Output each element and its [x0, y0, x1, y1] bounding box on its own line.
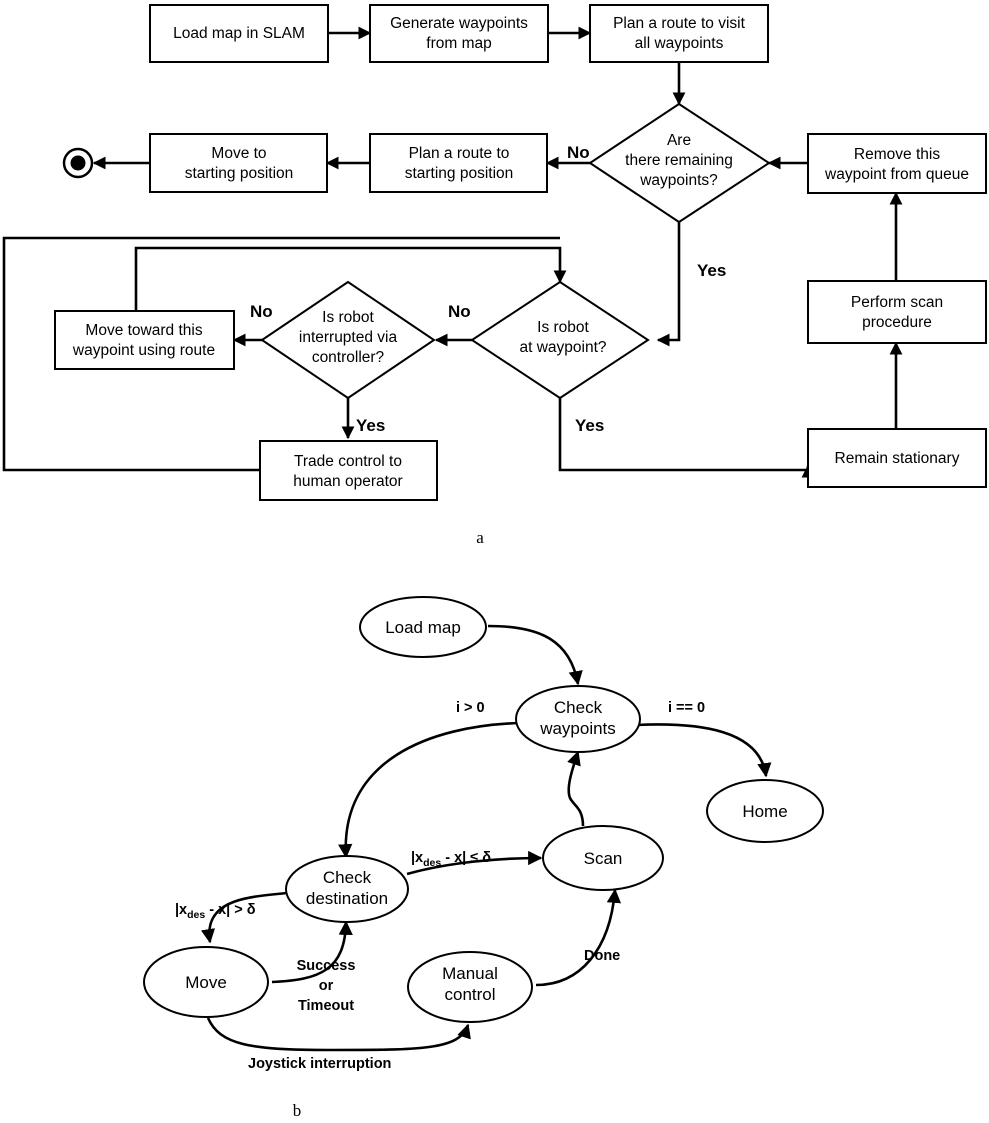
decision-interrupted: Is robot interrupted via controller?	[260, 280, 436, 400]
far-post: - x| > δ	[205, 902, 256, 918]
label-joystick-interruption: Joystick interruption	[248, 1056, 391, 1072]
edge-scan-to-check-waypoints	[567, 750, 585, 827]
state-check-destination: Check destination	[285, 855, 409, 923]
state-check-waypoints: Check waypoints	[515, 685, 641, 753]
label-remaining-no: No	[567, 143, 590, 162]
label-interrupted-no: No	[250, 302, 273, 321]
edge-destination-to-scan	[406, 850, 543, 876]
near-sub: des	[423, 857, 441, 869]
label-done: Done	[584, 948, 620, 964]
move-toward-line1: Move toward this	[85, 322, 202, 339]
label-or: or	[319, 978, 334, 994]
box-perform-scan: Perform scan procedure	[807, 280, 987, 344]
state-transitions	[200, 624, 772, 1052]
decision-remaining-waypoints: Are there remaining waypoints?	[588, 102, 771, 224]
label-distance-far: |xdes - x| > δ	[175, 902, 256, 921]
move-start-line2: starting position	[185, 165, 294, 182]
edge-manual-to-scan	[535, 888, 622, 987]
edge-move-to-destination	[271, 920, 353, 984]
state-scan: Scan	[542, 825, 664, 891]
flowchart: Load map in SLAM Generate waypoints from…	[2, 4, 987, 547]
state-machine: Load map Check waypoints Home Check dest…	[143, 596, 824, 1120]
state-home-label: Home	[742, 802, 787, 821]
load-map-text: Load map in SLAM	[173, 25, 305, 42]
label-success: Success	[297, 958, 356, 974]
state-scan-label: Scan	[584, 849, 623, 868]
edge-check-waypoints-to-destination	[338, 721, 520, 859]
interrupted-line1: Is robot	[322, 309, 374, 326]
label-i-eq-0: i == 0	[668, 700, 705, 716]
loop-trade-control-to-at-waypoint	[2, 236, 560, 472]
state-check-waypoints-line1: Check	[554, 698, 603, 717]
trade-control-line1: Trade control to	[294, 453, 402, 470]
plan-start-line1: Plan a route to	[409, 145, 510, 162]
edge-destination-to-move	[200, 891, 288, 944]
state-manual-control-line1: Manual	[442, 964, 498, 983]
box-load-map: Load map in SLAM	[149, 4, 329, 63]
far-pre: |x	[175, 902, 187, 918]
remain-stationary-text: Remain stationary	[835, 450, 960, 467]
move-toward-line2: waypoint using route	[72, 342, 215, 359]
at-waypoint-line2: at waypoint?	[519, 339, 606, 356]
arrow-remaining-yes	[656, 222, 681, 347]
box-move-start: Move to starting position	[149, 133, 328, 193]
move-start-line1: Move to	[211, 145, 266, 162]
plan-start-line2: starting position	[405, 165, 514, 182]
state-home: Home	[706, 779, 824, 843]
label-timeout: Timeout	[298, 998, 354, 1014]
at-waypoint-line1: Is robot	[537, 319, 589, 336]
label-remaining-yes: Yes	[697, 261, 726, 280]
edge-load-to-check-waypoints	[487, 624, 583, 686]
box-generate-waypoints: Generate waypoints from map	[369, 4, 549, 63]
state-check-destination-line1: Check	[323, 868, 372, 887]
generate-waypoints-line1: Generate waypoints	[390, 15, 528, 32]
far-sub: des	[187, 909, 205, 921]
label-interrupted-yes: Yes	[356, 416, 385, 435]
state-load-map: Load map	[359, 596, 487, 658]
near-post: - x| ≤ δ	[441, 850, 491, 866]
box-plan-start: Plan a route to starting position	[369, 133, 548, 193]
trade-control-line2: human operator	[293, 473, 402, 490]
remove-waypoint-line2: waypoint from queue	[824, 166, 969, 183]
label-at-waypoint-no: No	[448, 302, 471, 321]
state-move: Move	[143, 946, 269, 1018]
remove-waypoint-line1: Remove this	[854, 146, 940, 163]
edge-move-to-manual	[206, 1017, 471, 1052]
box-move-toward: Move toward this waypoint using route	[54, 310, 235, 370]
box-remove-waypoint: Remove this waypoint from queue	[807, 133, 987, 194]
state-manual-control: Manual control	[407, 951, 533, 1023]
plan-visit-line2: all waypoints	[635, 35, 724, 52]
box-trade-control: Trade control to human operator	[259, 440, 438, 501]
caption-b: b	[293, 1101, 302, 1120]
label-at-waypoint-yes: Yes	[575, 416, 604, 435]
perform-scan-line2: procedure	[862, 314, 932, 331]
label-distance-near: |xdes - x| ≤ δ	[411, 850, 491, 869]
plan-visit-line1: Plan a route to visit	[613, 15, 746, 32]
generate-waypoints-line2: from map	[426, 35, 491, 52]
decision-at-waypoint: Is robot at waypoint?	[470, 280, 650, 400]
loop-move-toward-to-at-waypoint	[134, 246, 567, 311]
state-load-map-label: Load map	[385, 618, 461, 637]
edge-check-waypoints-to-home	[635, 723, 772, 778]
box-remain-stationary: Remain stationary	[807, 428, 987, 488]
caption-a: a	[476, 528, 484, 547]
box-plan-visit: Plan a route to visit all waypoints	[589, 4, 769, 63]
state-check-destination-line2: destination	[306, 889, 388, 908]
end-node	[62, 147, 94, 179]
remaining-line3: waypoints?	[639, 172, 718, 189]
state-move-label: Move	[185, 973, 227, 992]
perform-scan-line1: Perform scan	[851, 294, 943, 311]
state-check-waypoints-line2: waypoints	[539, 719, 616, 738]
label-i-gt-0: i > 0	[456, 700, 485, 716]
remaining-line1: Are	[667, 132, 691, 149]
remaining-line2: there remaining	[625, 152, 733, 169]
interrupted-line2: interrupted via	[299, 329, 398, 346]
state-manual-control-line2: control	[444, 985, 495, 1004]
interrupted-line3: controller?	[312, 349, 385, 366]
flowchart-connectors	[2, 26, 903, 478]
near-pre: |x	[411, 850, 423, 866]
